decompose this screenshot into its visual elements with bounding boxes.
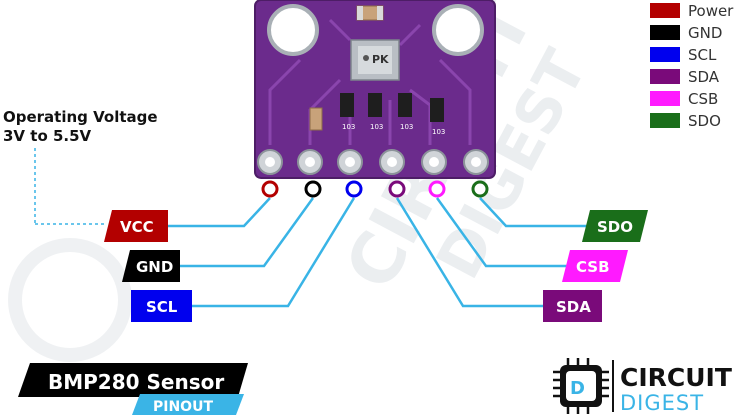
legend-swatch-gnd xyxy=(650,25,680,40)
board-pcb xyxy=(254,0,496,179)
legend-label-scl: SCL xyxy=(688,46,717,64)
circuit-digest-logo: D CIRCUIT DIGEST xyxy=(553,358,732,415)
resistor-marking-1: 103 xyxy=(342,123,355,131)
pin-label-vcc: VCC xyxy=(120,218,154,236)
legend-label-sdo: SDO xyxy=(688,112,721,130)
legend-label-sda: SDA xyxy=(688,68,720,86)
sensor-port xyxy=(363,55,369,61)
title-bar xyxy=(18,363,248,397)
legend-swatch-sda xyxy=(650,69,680,84)
wire-csb xyxy=(435,197,570,268)
pin-label-scl: SCL xyxy=(146,298,178,316)
voltage-note-line1: Operating Voltage xyxy=(3,108,158,126)
legend-label-csb: CSB xyxy=(688,90,718,108)
chip-marking: PK xyxy=(372,53,389,66)
pin-tag-scl xyxy=(131,290,192,322)
resistor-marking-4: 103 xyxy=(432,128,445,136)
resistor-marking-2: 103 xyxy=(370,123,383,131)
pin-rings xyxy=(261,180,489,198)
transistor-4 xyxy=(430,98,444,122)
title-badge: BMP280 Sensor PINOUT xyxy=(18,363,248,415)
title-sub: PINOUT xyxy=(153,399,213,415)
legend-swatch-power xyxy=(650,3,680,18)
title-main: BMP280 Sensor xyxy=(48,370,224,394)
legend-swatch-sdo xyxy=(650,113,680,128)
legend: Power GND SCL SDA CSB SDO xyxy=(650,2,734,130)
pin-tag-vcc xyxy=(104,210,168,242)
header-pads xyxy=(257,149,489,175)
pin-ring-sda xyxy=(388,180,406,198)
capacitor-left xyxy=(309,107,323,131)
wire-scl xyxy=(192,197,356,308)
pin-label-csb: CSB xyxy=(576,258,610,276)
pin-wires xyxy=(168,197,590,308)
pinout-badge xyxy=(132,394,244,415)
logo-text-circuit: CIRCUIT xyxy=(620,363,732,392)
pin-label-sdo: SDO xyxy=(597,218,633,236)
pin-labels: VCC GND SCL SDA CSB SDO xyxy=(104,210,648,322)
pin-ring-vcc xyxy=(261,180,279,198)
wire-sdo xyxy=(479,197,590,228)
transistor-2 xyxy=(368,93,382,117)
logo-text-digest: DIGEST xyxy=(620,391,704,415)
mounting-hole-right xyxy=(432,4,484,56)
transistor-row xyxy=(309,93,444,131)
pin-tag-sda xyxy=(543,290,602,322)
transistor-3 xyxy=(398,93,412,117)
pin-tag-gnd xyxy=(122,250,180,282)
watermark-emblem xyxy=(8,238,132,362)
pin-tag-csb xyxy=(562,250,628,282)
voltage-note-line2: 3V to 5.5V xyxy=(3,127,92,145)
logo-chip-icon: D xyxy=(553,358,609,414)
pin-ring-gnd xyxy=(304,180,322,198)
pin-ring-scl xyxy=(345,180,363,198)
legend-swatch-scl xyxy=(650,47,680,62)
svg-text:D: D xyxy=(570,378,585,399)
bmp280-board: PK 103 103 103 103 xyxy=(254,0,496,179)
pin-label-gnd: GND xyxy=(136,258,173,276)
wire-gnd xyxy=(180,197,315,268)
pin-ring-sdo xyxy=(471,180,489,198)
resistor-marking-3: 103 xyxy=(400,123,413,131)
pin-label-sda: SDA xyxy=(556,298,591,316)
pin-tag-sdo xyxy=(582,210,648,242)
legend-label-power: Power xyxy=(688,2,734,20)
legend-label-gnd: GND xyxy=(688,24,722,42)
mounting-hole-left xyxy=(267,4,319,56)
pin-ring-csb xyxy=(428,180,446,198)
voltage-note: Operating Voltage 3V to 5.5V xyxy=(3,108,158,225)
transistor-1 xyxy=(340,93,354,117)
legend-swatch-csb xyxy=(650,91,680,106)
wire-sda xyxy=(395,197,552,308)
wire-vcc xyxy=(168,197,271,228)
